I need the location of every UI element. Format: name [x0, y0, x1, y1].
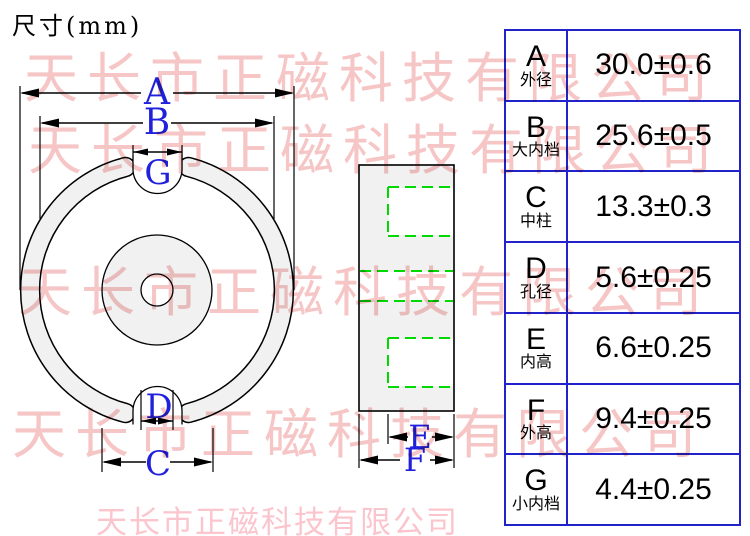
- row-label: 外高: [519, 425, 552, 443]
- table-row-D: D 孔径 5.6±0.25: [506, 241, 739, 312]
- dim-label-G: G: [144, 153, 171, 193]
- row-letter: B: [525, 110, 546, 144]
- row-key: C 中柱: [506, 172, 568, 242]
- ring-left-fill: [21, 158, 135, 422]
- bottom-slot: [132, 385, 183, 425]
- top-slot: [132, 155, 183, 195]
- center-hole: [140, 273, 174, 307]
- ring-right-fill: [179, 158, 293, 422]
- table-row-C: C 中柱 13.3±0.3: [506, 170, 739, 242]
- dim-label-A: A: [143, 72, 171, 113]
- row-letter: A: [525, 39, 546, 73]
- row-key: F 外高: [506, 384, 568, 454]
- top-notch-void: [389, 188, 453, 235]
- table-row-E: E 内高 6.6±0.25: [506, 311, 739, 383]
- row-key: G 小内档: [506, 455, 568, 525]
- table-row-A: A 外径 30.0±0.6: [506, 31, 739, 100]
- row-key: B 大内档: [506, 101, 568, 171]
- front-view: [19, 155, 295, 425]
- row-letter: C: [525, 181, 547, 215]
- row-label: 外径: [519, 71, 552, 89]
- row-letter: D: [525, 252, 547, 286]
- center-hole-void: [360, 272, 453, 300]
- side-view: [358, 164, 455, 412]
- extension-lines: [19, 86, 455, 472]
- dim-label-B: B: [144, 102, 170, 143]
- table-row-G: G 小内档 4.4±0.25: [506, 453, 739, 525]
- row-label: 小内档: [511, 495, 560, 513]
- row-letter: F: [526, 393, 546, 427]
- dim-label-F: F: [404, 441, 426, 479]
- row-key: D 孔径: [506, 243, 568, 312]
- row-letter: G: [524, 464, 548, 498]
- table-row-F: F 外高 9.4±0.25: [506, 382, 739, 454]
- hidden-lines: [360, 186, 453, 388]
- dim-label-E: E: [408, 418, 431, 456]
- dimension-table: A 外径 30.0±0.6 B 大内档 25.6±0.5 C 中柱 13.3±0…: [504, 29, 741, 526]
- row-value: 25.6±0.5: [595, 119, 712, 153]
- row-value: 6.6±0.25: [595, 331, 712, 365]
- row-value: 4.4±0.25: [595, 472, 712, 506]
- row-value: 9.4±0.25: [595, 401, 712, 435]
- arrowheads: [20, 88, 454, 467]
- row-label: 中柱: [519, 212, 552, 230]
- dim-label-C: C: [145, 444, 171, 484]
- table-row-B: B 大内档 25.6±0.5: [506, 99, 739, 171]
- row-label: 大内档: [511, 142, 560, 160]
- row-value: 5.6±0.25: [595, 260, 712, 294]
- bottom-notch-void: [389, 339, 453, 386]
- row-value: 13.3±0.3: [595, 189, 712, 223]
- dim-label-D: D: [145, 387, 172, 427]
- row-value: 30.0±0.6: [595, 48, 712, 82]
- row-letter: E: [525, 322, 546, 356]
- row-key: E 内高: [506, 313, 568, 383]
- page-title: 尺寸(mm): [12, 12, 143, 40]
- row-label: 孔径: [519, 283, 552, 301]
- row-key: A 外径: [506, 31, 568, 100]
- row-label: 内高: [519, 354, 552, 372]
